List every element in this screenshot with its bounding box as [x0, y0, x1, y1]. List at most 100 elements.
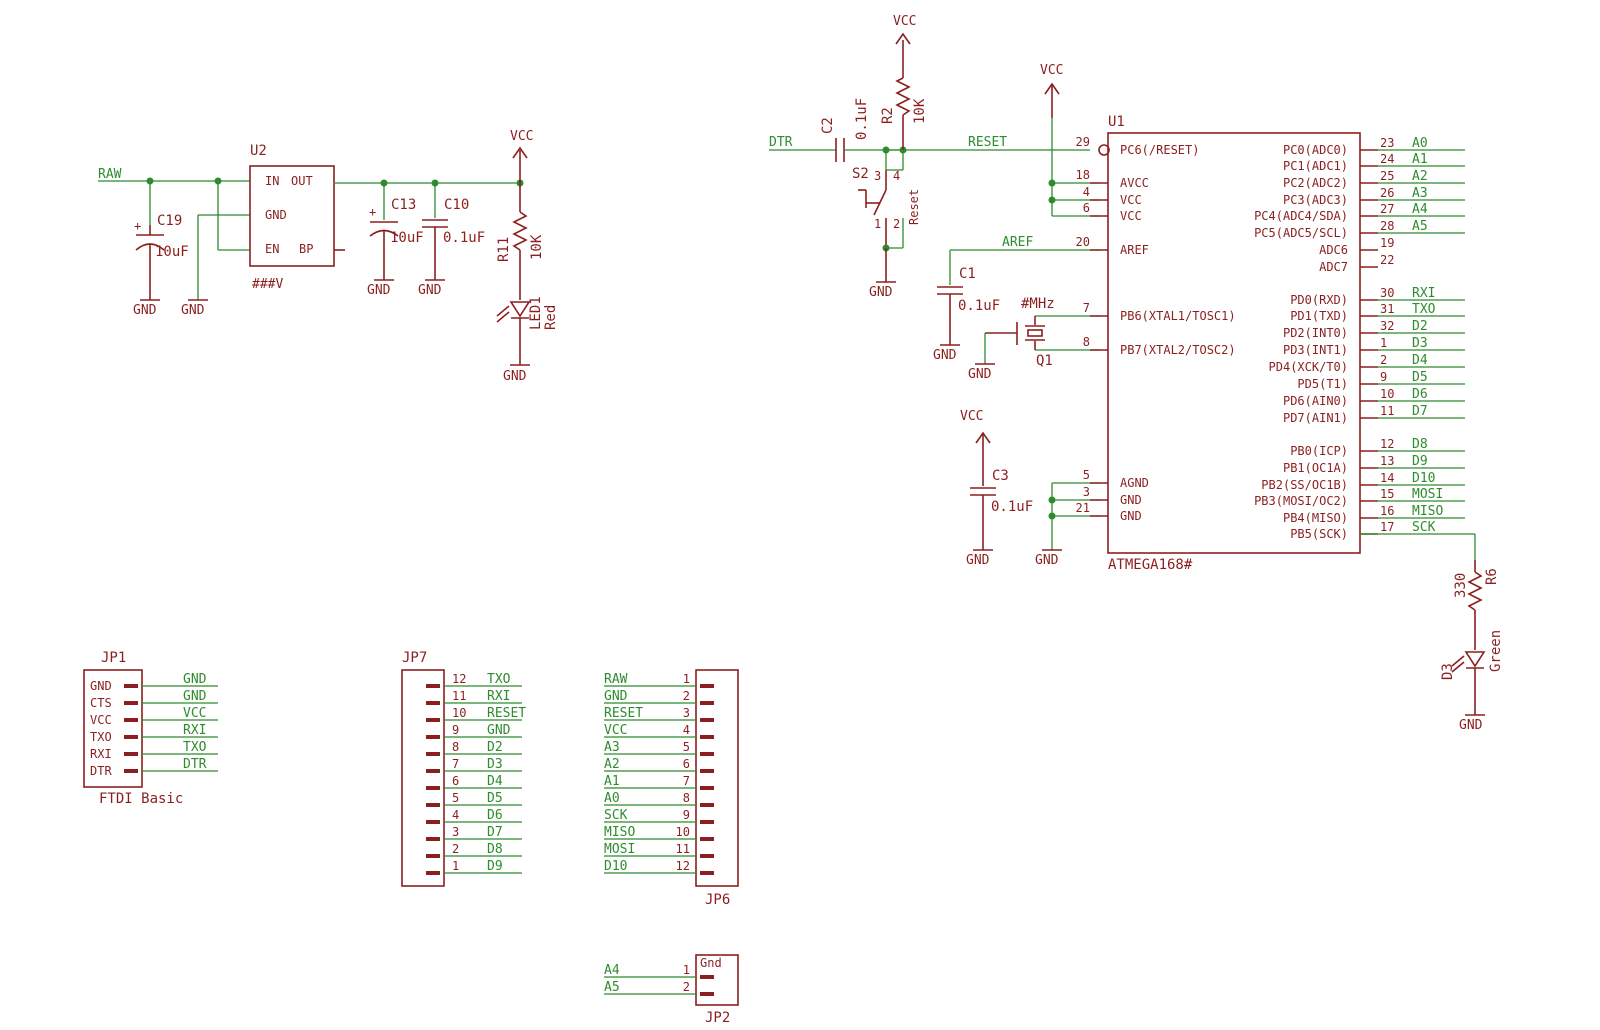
u1-right-pin-number: 26 [1380, 186, 1394, 200]
resonator-q1[interactable]: #MHz Q1 [985, 296, 1100, 369]
mcu-section: VCC AREF C1 0.1uF GND [933, 63, 1504, 733]
jp6-net-label: SCK [604, 808, 628, 823]
jp7-net-label: D7 [487, 825, 503, 840]
u1-right-pin-name: PC3(ADC3) [1283, 193, 1348, 207]
jp7-pin-number: 11 [452, 689, 466, 703]
jp6-net-label: D10 [604, 859, 627, 874]
jp2-pin-pad [700, 992, 714, 996]
jp6-net-label: MOSI [604, 842, 635, 857]
c1-value: 0.1uF [958, 298, 1000, 314]
u2-ref: U2 [250, 143, 267, 159]
capacitor-c10[interactable]: C10 0.1uF [422, 183, 485, 280]
u1-right-pin-name: PD0(RXD) [1290, 293, 1348, 307]
jp2-pin-number: 1 [683, 963, 690, 977]
capacitor-c19[interactable]: + C19 10uF [134, 213, 189, 300]
jp6-net-label: RESET [604, 706, 643, 721]
jp1-net-label: DTR [183, 757, 207, 772]
led-led1[interactable]: LED1 Red [496, 296, 559, 365]
jp7-pin-number: 12 [452, 672, 466, 686]
jp6-net-label: GND [604, 689, 628, 704]
s2-pin-3: 3 [874, 169, 881, 183]
resistor-r6[interactable]: 330 R6 [1453, 560, 1500, 650]
u1-right-pin-name: PD7(AIN1) [1283, 411, 1348, 425]
capacitor-c1[interactable]: C1 0.1uF [937, 266, 1000, 345]
s2-pin-2: 2 [893, 217, 900, 231]
jp7-pin-number: 10 [452, 706, 466, 720]
vcc-reset: VCC [893, 14, 916, 29]
u2-pin-gnd: GND [265, 208, 287, 222]
r11-ref: R11 [496, 237, 512, 262]
u1-left-pin-number: 7 [1083, 301, 1090, 315]
jp1-net-label: RXI [183, 723, 206, 738]
capacitor-c13[interactable]: + C13 10uF [369, 183, 424, 280]
jp6-pin-pad [700, 735, 714, 739]
jp7-pin-pad [426, 684, 440, 688]
jp1-pin-pad [124, 684, 138, 688]
u1-right-pin-number: 2 [1380, 353, 1387, 367]
u1-right-pin-number: 1 [1380, 336, 1387, 350]
gnd-c1: GND [933, 348, 957, 363]
u1-right-pin-number: 12 [1380, 437, 1394, 451]
jp6-pin-pad [700, 803, 714, 807]
gnd-c10: GND [418, 283, 442, 298]
jp1-net-label: GND [183, 672, 207, 687]
c3-ref: C3 [992, 468, 1009, 484]
jp7-pin-pad [426, 786, 440, 790]
microcontroller-u1[interactable]: U1 ATMEGA168# 29PC6(/RESET)18AVCC4VCC6VC… [1076, 114, 1465, 573]
q1-ref: Q1 [1036, 353, 1053, 369]
resistor-r11[interactable]: R11 10K [496, 183, 545, 300]
u1-net-label: SCK [1412, 520, 1436, 535]
u1-right-pin-name: PB4(MISO) [1283, 511, 1348, 525]
u1-left-pin-name: AVCC [1120, 176, 1149, 190]
jp2-ref: JP2 [705, 1010, 730, 1026]
jp1-pin-name: DTR [90, 764, 112, 778]
s2-pin-1: 1 [874, 217, 881, 231]
jp7-pin-pad [426, 718, 440, 722]
led-d3[interactable]: D3 Green [1440, 630, 1504, 715]
u1-left-pin-number: 20 [1076, 235, 1090, 249]
raw-net-label: RAW [98, 167, 122, 182]
u1-right-pin-number: 14 [1380, 471, 1394, 485]
reset-net-label: RESET [968, 135, 1007, 150]
capacitor-c3[interactable]: C3 0.1uF [970, 468, 1033, 550]
gnd-mcu: GND [1035, 553, 1059, 568]
jp6-pin-number: 10 [676, 825, 690, 839]
jp6-net-label: RAW [604, 672, 628, 687]
u1-right-pin-name: PD2(INT0) [1283, 326, 1348, 340]
u1-right-pin-number: 27 [1380, 202, 1394, 216]
u1-right-pin-number: 30 [1380, 286, 1394, 300]
u2-pin-out: OUT [291, 174, 313, 188]
jp7-pin-number: 5 [452, 791, 459, 805]
jp6-pin-pad [700, 854, 714, 858]
u1-net-label: TXO [1412, 302, 1436, 317]
regulator-u2[interactable]: U2 IN OUT GND EN BP ###V [249, 143, 345, 292]
u1-net-label: A0 [1412, 136, 1428, 151]
u1-right-pin-name: PB0(ICP) [1290, 444, 1348, 458]
switch-s2[interactable]: S2 3 4 1 2 Reset [852, 149, 921, 252]
u1-right-pin-name: PD1(TXD) [1290, 309, 1348, 323]
jp6-pin-pad [700, 837, 714, 841]
u1-right-pin-name: PD5(T1) [1297, 377, 1348, 391]
dtr-net-label: DTR [769, 135, 793, 150]
jp6-net-label: A3 [604, 740, 620, 755]
u1-left-pin-number: 21 [1076, 501, 1090, 515]
jp1-pin-name: VCC [90, 713, 112, 727]
capacitor-c2[interactable]: C2 0.1uF [820, 98, 870, 162]
gnd-c19: GND [133, 303, 157, 318]
c13-ref: C13 [391, 197, 416, 213]
jp2-pin-number: 2 [683, 980, 690, 994]
jp6-pin-number: 8 [683, 791, 690, 805]
c10-value: 0.1uF [443, 230, 485, 246]
resistor-r2[interactable]: R2 10K [880, 40, 928, 150]
u1-right-pin-number: 9 [1380, 370, 1387, 384]
u1-right-pin-number: 31 [1380, 302, 1394, 316]
u1-left-pin-number: 3 [1083, 485, 1090, 499]
jp7-pin-number: 7 [452, 757, 459, 771]
u1-right-pin-name: PC5(ADC5/SCL) [1254, 226, 1348, 240]
